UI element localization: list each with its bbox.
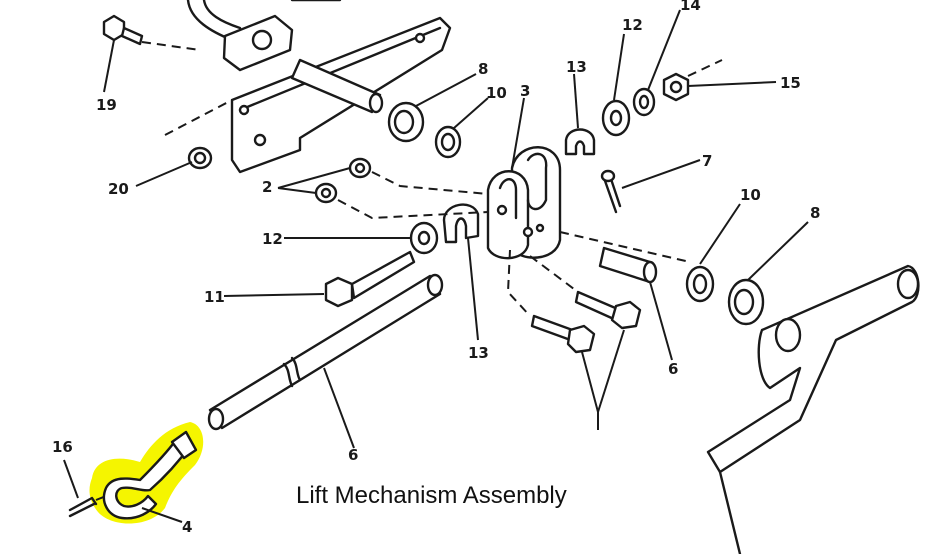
nut-part-15 xyxy=(662,72,690,102)
callout-11: 11 xyxy=(204,288,225,306)
clip-part-13-mid xyxy=(442,203,480,244)
cotter-pin-part-7 xyxy=(600,169,622,214)
nut-part-2-a xyxy=(348,157,372,179)
clip-part-16 xyxy=(68,495,107,518)
hook-part-4 xyxy=(102,430,198,520)
callout-19: 19 xyxy=(96,96,117,114)
callout-16: 16 xyxy=(52,438,73,456)
clip-part-13-top xyxy=(564,128,596,156)
callout-12-mid: 12 xyxy=(262,230,283,248)
callout-13-mid: 13 xyxy=(468,344,489,362)
lift-arm xyxy=(706,264,920,554)
bolt-part-19 xyxy=(102,14,144,46)
bushing-part-8-right xyxy=(727,278,765,326)
diagram-caption: Lift Mechanism Assembly xyxy=(296,482,567,509)
bolt-part-11 xyxy=(324,250,416,308)
callout-6-lower: 6 xyxy=(348,446,358,464)
shaft-part-5 xyxy=(207,273,444,431)
callout-13-top: 13 xyxy=(566,58,587,76)
callout-15: 15 xyxy=(780,74,801,92)
washer-part-10-right xyxy=(685,265,715,303)
lower-bolt-b xyxy=(574,290,642,330)
callout-2: 2 xyxy=(262,178,272,196)
callout-6-right: 6 xyxy=(668,360,678,378)
upper-shaft xyxy=(186,0,384,114)
callout-20: 20 xyxy=(108,180,129,198)
callout-labels: 19 20 8 10 3 13 12 14 15 7 2 12 11 13 10… xyxy=(52,0,820,536)
washer-part-12-top xyxy=(601,99,631,137)
lower-bolt-a xyxy=(530,314,596,354)
callout-3: 3 xyxy=(520,82,530,100)
callout-8-top: 8 xyxy=(478,60,488,78)
callout-12-top: 12 xyxy=(622,16,643,34)
callout-7: 7 xyxy=(702,152,712,170)
washer-part-10-top xyxy=(434,125,462,159)
callout-14: 14 xyxy=(680,0,701,14)
lift-bracket-part-3 xyxy=(486,146,562,260)
callout-10-top: 10 xyxy=(486,84,507,102)
leader-lines xyxy=(63,9,809,523)
washer-part-12-mid xyxy=(409,221,439,255)
bushing-part-8-top xyxy=(387,101,425,143)
nut-part-2-b xyxy=(314,182,338,204)
callout-10-right: 10 xyxy=(740,186,761,204)
nut-part-20 xyxy=(187,146,213,170)
nut-part-14 xyxy=(632,87,656,117)
callout-8-right: 8 xyxy=(810,204,820,222)
callout-4: 4 xyxy=(182,518,192,536)
